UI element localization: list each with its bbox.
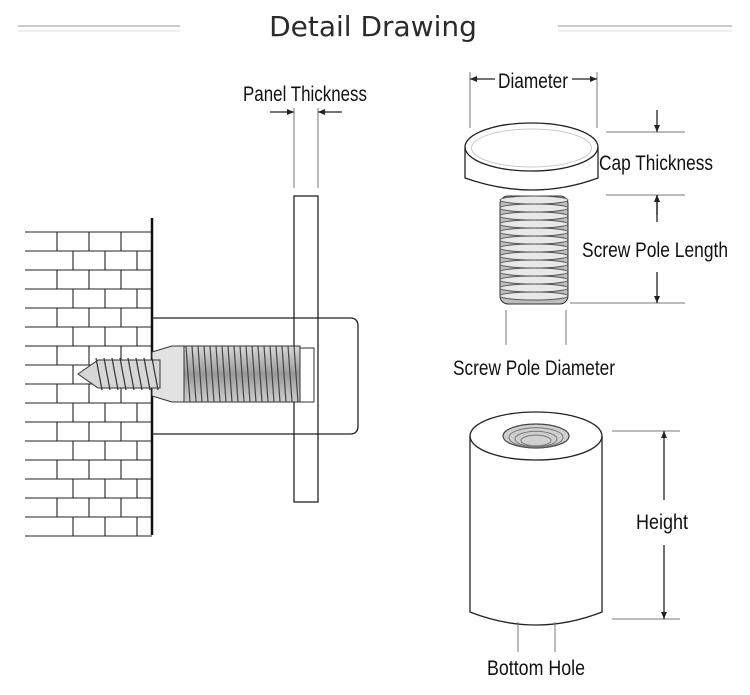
rod-thread bbox=[191, 345, 197, 403]
screw-thread bbox=[127, 357, 135, 391]
pole-thread-ring bbox=[499, 275, 569, 285]
pole-thread-ring bbox=[499, 291, 569, 301]
screw-pole-diameter-label: Screw Pole Diameter bbox=[453, 357, 615, 380]
pole-thread-ring bbox=[499, 219, 569, 229]
screw-thread bbox=[95, 357, 103, 391]
barrel-part: Height Bottom Hole bbox=[469, 411, 688, 680]
pole-thread-ring bbox=[499, 235, 569, 245]
rod-thread bbox=[227, 345, 233, 403]
hole-thread-ring bbox=[508, 427, 564, 448]
screw-cap-part: Diameter Cap Thickness Screw Pole Length… bbox=[453, 70, 728, 380]
bottom-hole-label: Bottom Hole bbox=[487, 657, 585, 680]
barrel-top bbox=[469, 411, 603, 461]
rod-thread bbox=[215, 345, 221, 403]
screw-cap-head bbox=[299, 347, 315, 403]
rod-thread bbox=[203, 345, 209, 403]
panel-thickness-label: Panel Thickness bbox=[243, 83, 367, 106]
page-title: Detail Drawing bbox=[269, 10, 477, 43]
screw-thread bbox=[143, 357, 151, 391]
screw-pole-length-label: Screw Pole Length bbox=[582, 239, 728, 262]
pole-thread-ring bbox=[499, 259, 569, 269]
screw-thread bbox=[151, 357, 159, 391]
rod-thread bbox=[197, 345, 203, 403]
standoff-barrel-outline bbox=[152, 317, 359, 435]
screw-thread bbox=[135, 357, 143, 391]
threaded-rod bbox=[151, 345, 301, 403]
height-label: Height bbox=[636, 511, 688, 534]
rod-thread bbox=[293, 345, 299, 403]
rod-thread bbox=[251, 345, 257, 403]
rod-thread bbox=[257, 345, 263, 403]
diameter-label: Diameter bbox=[498, 70, 568, 93]
pole-thread-ring bbox=[499, 211, 569, 221]
cap-thickness-label: Cap Thickness bbox=[599, 152, 713, 175]
pole-thread-ring bbox=[499, 251, 569, 261]
barrel-body bbox=[469, 436, 603, 626]
rod-thread bbox=[239, 345, 245, 403]
hole-thread-ring bbox=[514, 430, 558, 448]
pole-thread-ring bbox=[499, 195, 569, 205]
screw-pole-threads bbox=[499, 195, 569, 305]
pole-thread-ring bbox=[499, 243, 569, 253]
rod-thread bbox=[209, 345, 215, 403]
title-group: Detail Drawing bbox=[18, 10, 732, 43]
screw-thread bbox=[111, 357, 119, 391]
screw-thread bbox=[119, 357, 127, 391]
wood-screw bbox=[77, 357, 161, 391]
brick-wall bbox=[25, 231, 152, 537]
rod-thread bbox=[275, 345, 281, 403]
screw-shank bbox=[77, 359, 161, 389]
rod-thread bbox=[245, 345, 251, 403]
rod-thread bbox=[269, 345, 275, 403]
rod-thread bbox=[263, 345, 269, 403]
pole-thread-ring bbox=[499, 203, 569, 213]
screw-thread bbox=[103, 357, 111, 391]
hole-thread-ring bbox=[520, 434, 552, 447]
wall-mount-assembly: Panel Thickness bbox=[25, 83, 367, 537]
rod-thread bbox=[221, 345, 227, 403]
rod-thread bbox=[233, 345, 239, 403]
rod-thread bbox=[185, 345, 191, 403]
pole-thread-ring bbox=[499, 267, 569, 277]
rod-thread bbox=[281, 345, 287, 403]
cap-top bbox=[464, 122, 599, 172]
pole-thread-ring bbox=[499, 227, 569, 237]
rod-thread bbox=[287, 345, 293, 403]
pole-thread-ring bbox=[499, 283, 569, 293]
cap-side bbox=[464, 147, 599, 191]
